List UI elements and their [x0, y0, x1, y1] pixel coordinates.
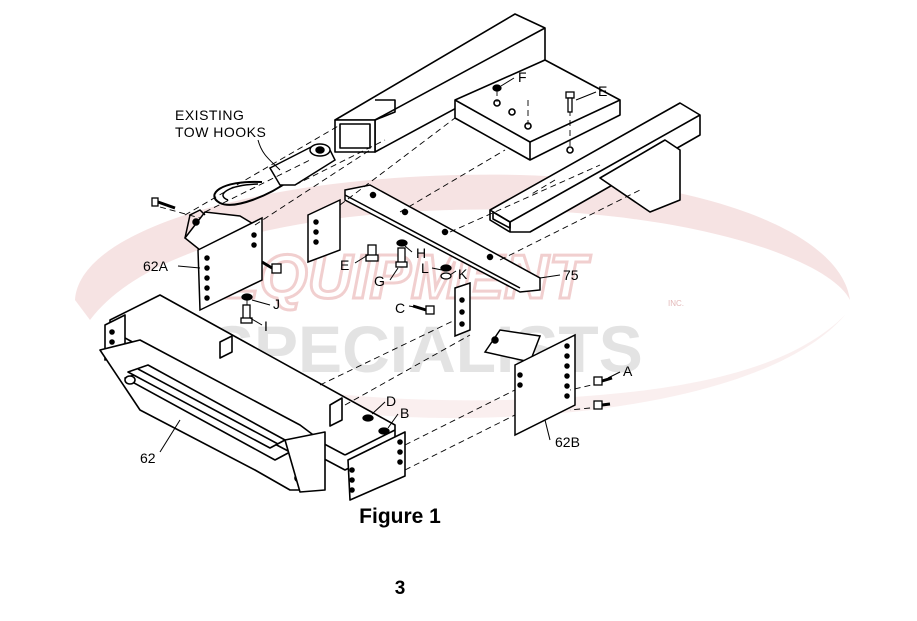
callout-f: F: [518, 69, 527, 85]
note-existing: EXISTING: [175, 107, 244, 123]
callout-j: J: [273, 296, 280, 312]
push-frame-end-plate: [347, 431, 406, 501]
brace-bar: [344, 184, 541, 293]
figure-caption: Figure 1: [359, 505, 441, 528]
watermark-swoosh: [75, 174, 850, 320]
tow-hook-left: [213, 179, 291, 206]
push-frame-62: [99, 294, 406, 501]
washer-h: [396, 239, 408, 247]
bolt-i: [240, 304, 253, 324]
callout-62: 62: [140, 450, 156, 466]
callout-e-top: E: [598, 83, 607, 99]
mount-bracket-62a: [183, 209, 263, 312]
callout-labels: F E E H G L K 75 C 62A J I A D B 62B 62: [140, 69, 633, 466]
leader-lines: [159, 77, 621, 453]
note-tow-hooks: TOW HOOKS: [175, 124, 266, 140]
callout-c: C: [395, 300, 405, 316]
bolt-e-top: [565, 91, 575, 113]
callout-g: G: [374, 273, 385, 289]
bolt-62a-top: [151, 197, 176, 210]
page-number: 3: [394, 578, 406, 599]
callout-e-mid: E: [340, 257, 349, 273]
tow-hooks: [213, 143, 336, 206]
hardware: [151, 84, 613, 435]
mount-plate-62b: [514, 333, 576, 437]
mount-plate-62a: [197, 216, 263, 312]
bolt-g: [395, 247, 408, 268]
callout-i: I: [264, 318, 268, 334]
watermark-suffix: INC.: [668, 299, 684, 308]
bolt-c: [412, 304, 435, 315]
bolt-62a-mid: [261, 260, 282, 274]
nut-l: [440, 264, 452, 272]
bolt-e-mid: [365, 244, 379, 262]
callout-62a: 62A: [143, 258, 169, 274]
callout-b: B: [400, 405, 409, 421]
callout-l: L: [421, 260, 429, 276]
brace-side-plate: [307, 198, 341, 264]
callout-a: A: [623, 363, 633, 379]
washer-k: [440, 272, 452, 280]
brace-bar-75: [307, 184, 541, 338]
callout-d: D: [386, 393, 396, 409]
callout-h: H: [416, 245, 426, 261]
nut-d: [362, 414, 374, 422]
vehicle-frame-rails: [334, 13, 701, 233]
callout-k: K: [458, 266, 468, 282]
alignment-lines: [159, 90, 641, 471]
washer-j: [241, 293, 253, 301]
bolt-a: [593, 376, 613, 410]
callout-62b: 62B: [555, 434, 580, 450]
callout-75: 75: [563, 267, 579, 283]
washer-b: [378, 427, 390, 435]
nut-f: [492, 84, 502, 92]
mount-bracket-62b: [483, 329, 576, 437]
